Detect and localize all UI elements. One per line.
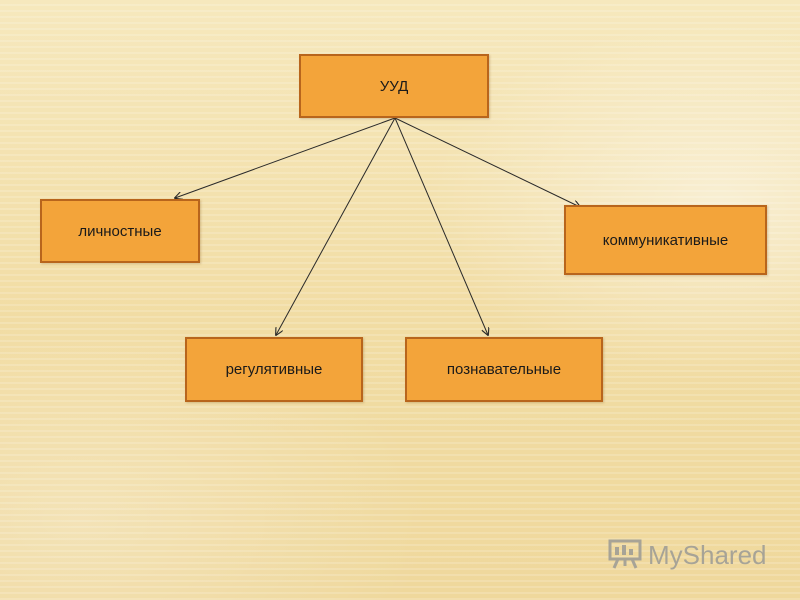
- regulative-node: регулятивные: [185, 337, 363, 402]
- arrow-to-cognitive: [394, 117, 488, 335]
- root-node: УУД: [299, 54, 489, 118]
- arrow-to-personal: [175, 117, 396, 198]
- communicative-node: коммуникативные: [564, 205, 767, 275]
- cognitive-node-label: познавательные: [446, 361, 562, 378]
- arrow-to-regulative: [276, 117, 396, 335]
- cognitive-node: познавательные: [405, 337, 603, 402]
- arrow-to-communicative: [394, 117, 580, 207]
- watermark: MyShared: [608, 536, 767, 575]
- regulative-node-label: регулятивные: [225, 361, 323, 378]
- personal-node-label: личностные: [78, 222, 162, 240]
- presentation-board-icon: [608, 536, 642, 575]
- watermark-text: MyShared: [648, 540, 767, 570]
- personal-node: личностные: [40, 199, 200, 263]
- root-node-label: УУД: [379, 77, 409, 95]
- communicative-node-label: коммуникативные: [602, 231, 729, 249]
